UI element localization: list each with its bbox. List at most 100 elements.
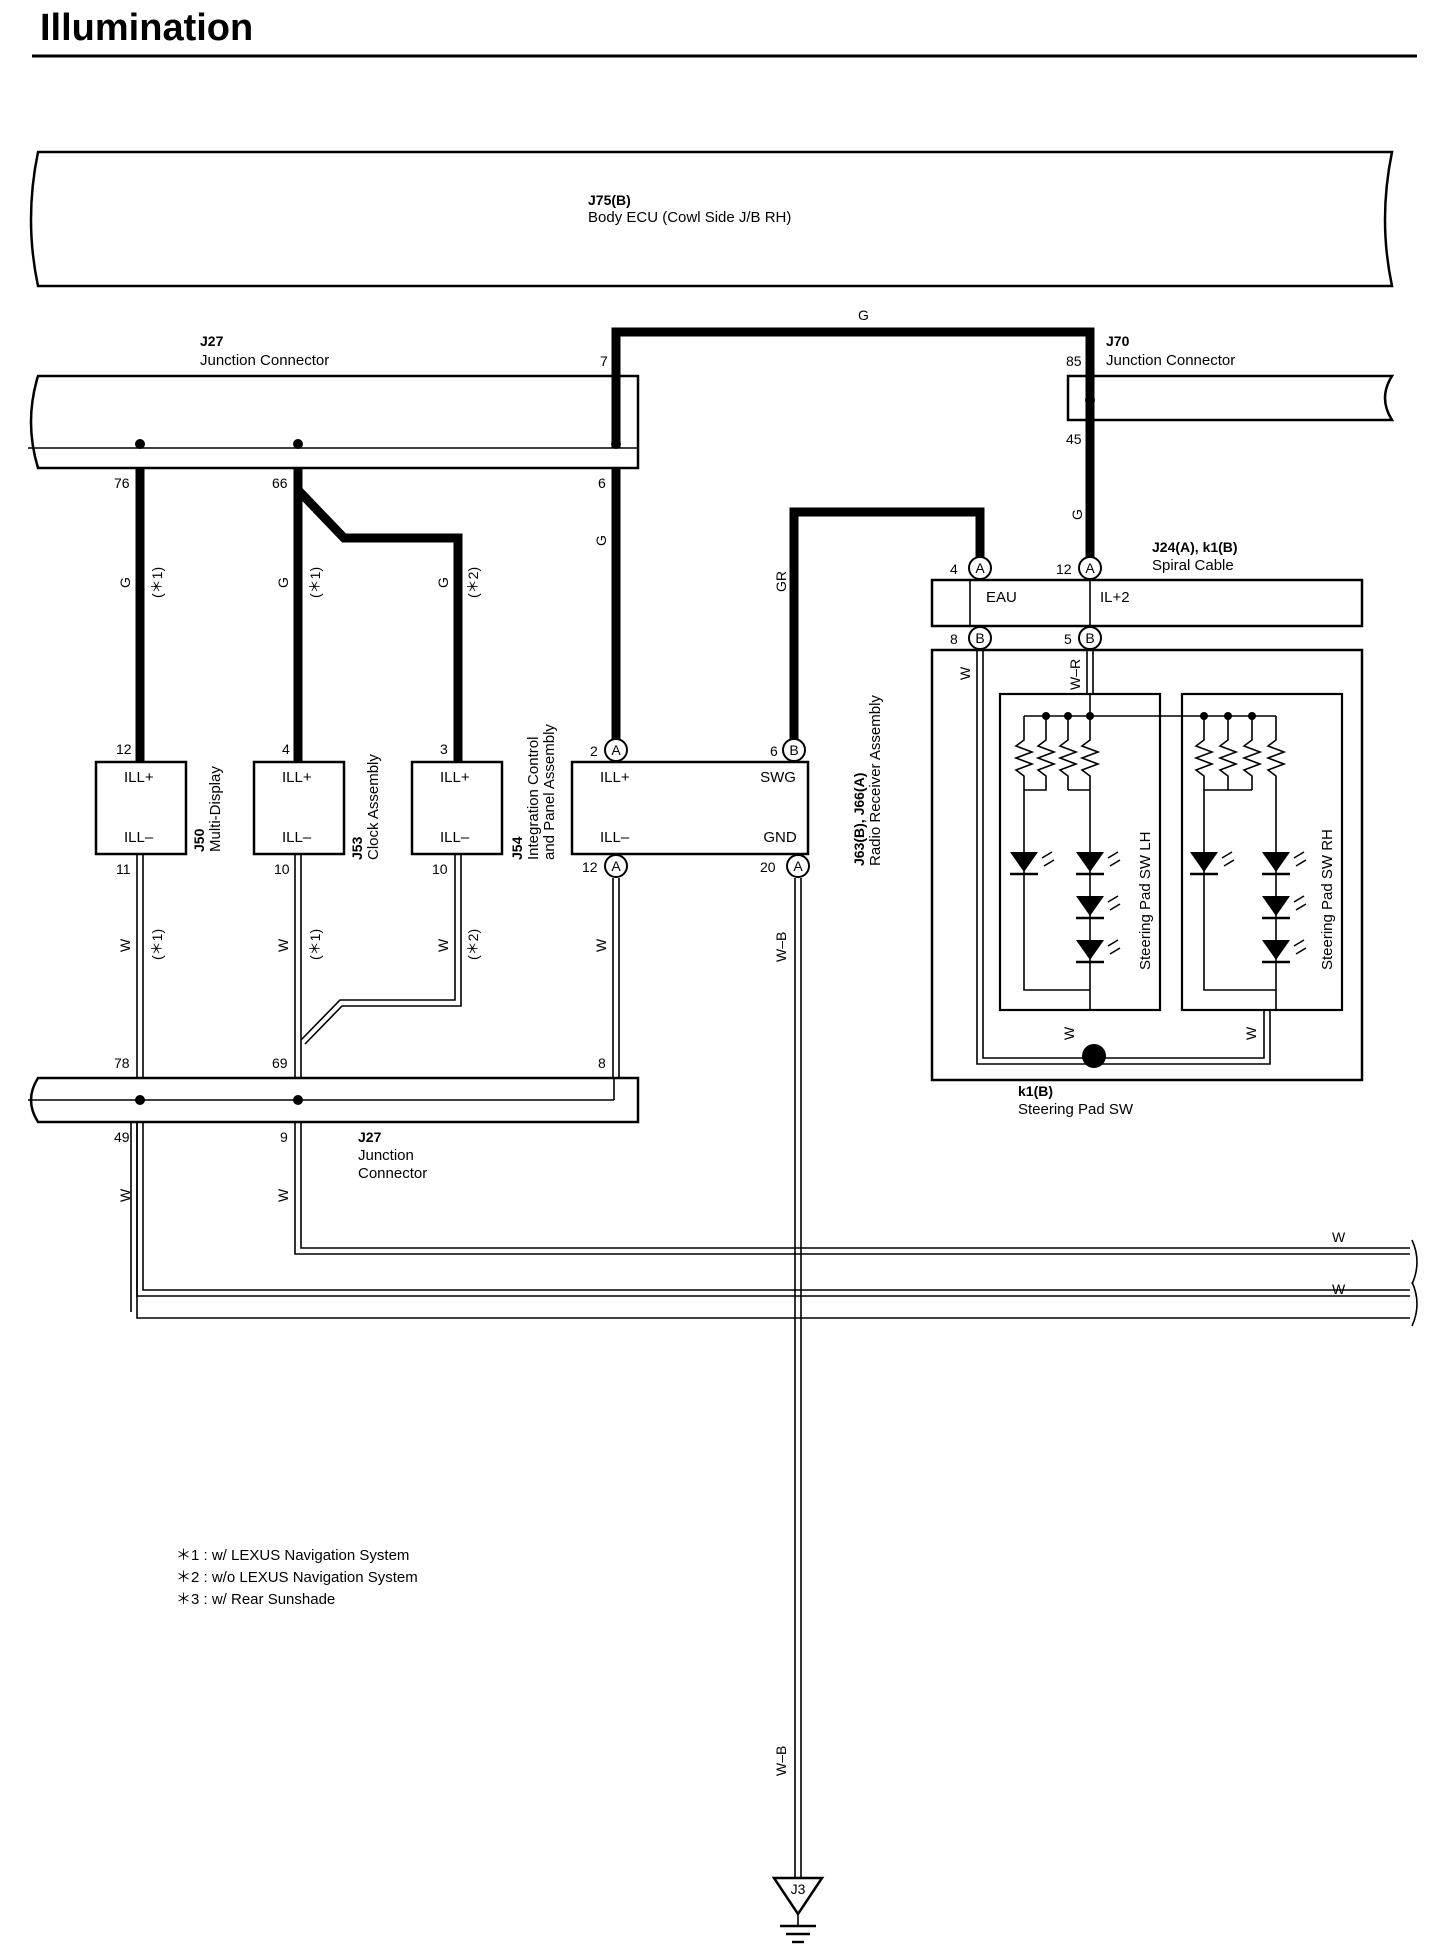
pin-4-clock: 4 [282, 741, 290, 757]
pin-10-clock: 10 [274, 861, 290, 877]
body-ecu-code: J75(B) [588, 192, 631, 208]
svg-text:B: B [1085, 630, 1094, 646]
clock-ill-plus: ILL+ [282, 769, 312, 786]
footnote-2: ＊2 : w/o LEXUS Navigation System [176, 1569, 418, 1586]
spiral-cable-name: Spiral Cable [1152, 557, 1234, 574]
body-ecu-bar [29, 150, 1394, 288]
pin-45: 45 [1066, 431, 1082, 447]
pin-12-radio: 12 [582, 859, 598, 875]
svg-text:B: B [789, 742, 798, 758]
j27-top-junction-dot-3 [611, 439, 621, 449]
note-1-c: (＊1) [149, 929, 165, 960]
j27-top-junction-dot-2 [293, 439, 303, 449]
j70-code: J70 [1106, 333, 1130, 349]
j27-top-code: J27 [200, 333, 224, 349]
radio-name: Radio Receiver Assembly [867, 695, 884, 866]
pin-12-md: 12 [116, 741, 132, 757]
svg-text:A: A [793, 858, 803, 874]
j27-bottom-code: J27 [358, 1129, 382, 1145]
j27-top-bar [29, 374, 640, 470]
ground-j3 [771, 1876, 825, 1944]
pin-78: 78 [114, 1055, 130, 1071]
pin-11: 11 [116, 861, 131, 877]
note-1-a: (＊1) [149, 567, 165, 598]
wire-label-g-4: G [593, 535, 609, 546]
wire-label-w-7: W [1332, 1229, 1346, 1245]
footnote-3: ＊3 : w/ Rear Sunshade [176, 1591, 335, 1608]
wire-label-w-1: W [117, 938, 133, 952]
rear-unit-ill-minus: ILL– [440, 829, 470, 846]
wire-label-wb-2: W–B [773, 1746, 789, 1776]
j27-bottom-name-2: Connector [358, 1165, 427, 1182]
wire-label-w-spiral: W [957, 666, 973, 680]
j70-name: Junction Connector [1106, 352, 1235, 369]
wire-label-g-2: G [275, 577, 291, 588]
multi-display-ill-minus: ILL– [124, 829, 154, 846]
conn-pin-8-b: B [968, 626, 992, 650]
multi-display-box [94, 760, 188, 856]
wire-g-rear-unit [294, 486, 463, 762]
conn-pin-2-a: A [604, 738, 628, 762]
steering-pad-rh-box [1180, 692, 1344, 1012]
radio-receiver-box [570, 760, 810, 856]
note-2-b: (＊2) [465, 929, 481, 960]
pin-66: 66 [272, 475, 288, 491]
clock-code: J53 [349, 836, 365, 860]
wire-label-w-5: W [117, 1188, 133, 1202]
steering-pad-lh-label: Steering Pad SW LH [1137, 832, 1154, 970]
wire-label-wr: W–R [1067, 659, 1083, 690]
j70-bar [1066, 374, 1395, 422]
wire-label-w-4: W [593, 938, 609, 952]
svg-text:A: A [611, 742, 621, 758]
steering-pad-box [930, 648, 1364, 1082]
pin-20: 20 [760, 859, 776, 875]
svg-text:B: B [975, 630, 984, 646]
radio-code: J63(B), J66(A) [851, 773, 867, 866]
page-title: Illumination [40, 7, 253, 49]
conn-pin-12-spiral-a: A [1078, 556, 1102, 580]
pin-85: 85 [1066, 353, 1082, 369]
pin-10-rear: 10 [432, 861, 448, 877]
pin-49: 49 [114, 1129, 130, 1145]
spiral-term-eau: EAU [986, 589, 1017, 606]
note-1-b: (＊1) [307, 567, 323, 598]
white-wires [130, 854, 1418, 1882]
pin-6: 6 [598, 475, 606, 491]
integration-name-1: Integration Control [525, 737, 542, 860]
note-2-a: (＊2) [465, 567, 481, 598]
rear-unit-ill-plus: ILL+ [440, 769, 470, 786]
j27-top-name: Junction Connector [200, 352, 329, 369]
spiral-cable-box [930, 578, 1364, 628]
multi-display-ill-plus: ILL+ [124, 769, 154, 786]
footnote-1: ＊1 : w/ LEXUS Navigation System [176, 1547, 409, 1564]
wire-label-w-6: W [275, 1188, 291, 1202]
wire-label-wb-1: W–B [773, 932, 789, 962]
pin-8-j27: 8 [598, 1055, 606, 1071]
rear-unit-box [410, 760, 504, 856]
wire-gr-swg-eau [789, 507, 985, 742]
conn-pin-6-b: B [782, 738, 806, 762]
wire-label-w-2: W [275, 938, 291, 952]
wire-label-g-3: G [435, 577, 451, 588]
svg-text:A: A [1085, 560, 1095, 576]
pin-5-spiral: 5 [1064, 631, 1072, 647]
steering-pad-rh-label: Steering Pad SW RH [1319, 829, 1336, 970]
j27-top-junction-dot-1 [135, 439, 145, 449]
note-1-d: (＊1) [307, 929, 323, 960]
radio-term-gnd: GND [763, 829, 797, 846]
wire-g-ecu-to-spiral [611, 327, 1095, 566]
clock-ill-minus: ILL– [282, 829, 312, 846]
pin-7: 7 [600, 353, 608, 369]
pin-69: 69 [272, 1055, 288, 1071]
steering-ground-node [1082, 1044, 1106, 1068]
pin-2: 2 [590, 743, 598, 759]
pin-9: 9 [280, 1129, 288, 1145]
conn-pin-5-b: B [1078, 626, 1102, 650]
pin-8-spiral: 8 [950, 631, 958, 647]
wire-label-w-rh: W [1243, 1026, 1259, 1040]
conn-pin-4-a: A [968, 556, 992, 580]
clock-name: Clock Assembly [365, 754, 382, 860]
conn-pin-20-a: A [786, 854, 810, 878]
multi-display-name: Multi-Display [207, 766, 224, 852]
